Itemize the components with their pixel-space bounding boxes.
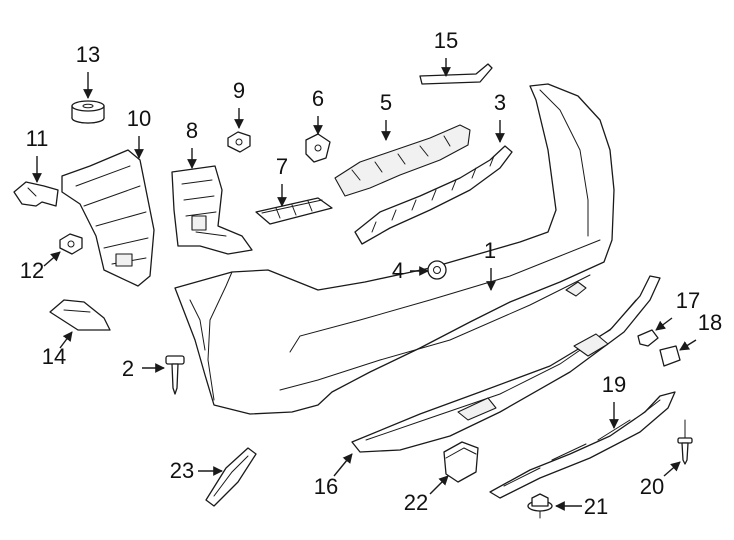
absorber-5 <box>334 124 471 197</box>
callout-17: 17 <box>655 288 700 331</box>
bracket-8 <box>171 165 253 255</box>
callout-16: 16 <box>314 453 353 499</box>
callout-18: 18 <box>679 310 722 351</box>
callout-label-23: 23 <box>170 458 194 483</box>
callout-label-8: 8 <box>186 118 198 143</box>
callout-label-15: 15 <box>434 28 458 53</box>
leader-line-14 <box>59 331 73 349</box>
callout-3: 3 <box>494 90 506 143</box>
trim-14 <box>49 299 111 331</box>
strip-7 <box>255 197 333 225</box>
callout-label-3: 3 <box>494 90 506 115</box>
nut-21 <box>527 493 553 519</box>
bracket-3 <box>354 145 513 245</box>
callout-label-4: 4 <box>392 258 404 283</box>
callout-label-9: 9 <box>233 78 245 103</box>
callout-1: 1 <box>484 238 496 291</box>
valance-16 <box>351 275 661 453</box>
callout-8: 8 <box>186 118 198 169</box>
reflector-23 <box>205 447 257 507</box>
bracket-10 <box>61 149 155 287</box>
callout-22: 22 <box>404 475 449 515</box>
callout-12: 12 <box>20 251 61 283</box>
callout-label-21: 21 <box>584 494 608 519</box>
fastener-2 <box>165 355 185 395</box>
callout-label-16: 16 <box>314 474 338 499</box>
leader-line-17 <box>655 317 673 331</box>
nut-12 <box>59 233 83 255</box>
leader-line-22 <box>429 475 449 495</box>
callout-10: 10 <box>127 106 151 159</box>
bumper-cover <box>174 83 615 415</box>
callout-label-14: 14 <box>42 344 66 369</box>
callout-4: 4 <box>392 258 429 283</box>
callout-6: 6 <box>312 86 324 135</box>
callout-label-19: 19 <box>602 372 626 397</box>
callout-label-17: 17 <box>676 288 700 313</box>
callout-9: 9 <box>233 78 245 129</box>
callout-label-22: 22 <box>404 490 428 515</box>
callout-15: 15 <box>434 28 458 77</box>
leader-line-18 <box>679 339 697 351</box>
reinforcement-19 <box>489 391 676 499</box>
callout-19: 19 <box>602 372 626 429</box>
callout-label-2: 2 <box>122 356 134 381</box>
leader-line-20 <box>663 461 681 477</box>
callout-label-12: 12 <box>20 258 44 283</box>
strip-15 <box>419 63 493 85</box>
callout-label-10: 10 <box>127 106 151 131</box>
callout-label-20: 20 <box>640 474 664 499</box>
callout-5: 5 <box>380 90 392 141</box>
bolt-20 <box>677 419 693 465</box>
callout-label-13: 13 <box>76 42 100 67</box>
callout-2: 2 <box>122 356 165 381</box>
grommet-13 <box>71 100 105 124</box>
callout-11: 11 <box>26 126 49 183</box>
callout-23: 23 <box>170 458 223 483</box>
clip-18 <box>659 345 681 367</box>
callout-label-6: 6 <box>312 86 324 111</box>
leader-line-12 <box>43 251 61 267</box>
clip-11 <box>13 181 59 207</box>
callout-label-18: 18 <box>698 310 722 335</box>
callout-14: 14 <box>42 331 73 369</box>
bracket-22 <box>443 441 479 483</box>
callout-label-5: 5 <box>380 90 392 115</box>
callout-13: 13 <box>76 42 100 99</box>
callout-21: 21 <box>555 494 608 519</box>
callout-label-1: 1 <box>484 238 496 263</box>
clip-17 <box>637 329 659 347</box>
callout-label-11: 11 <box>26 126 49 151</box>
callout-7: 7 <box>276 154 288 207</box>
callout-label-7: 7 <box>276 154 288 179</box>
nut-9 <box>227 131 251 153</box>
callout-20: 20 <box>640 461 681 499</box>
leader-line-16 <box>333 453 353 477</box>
